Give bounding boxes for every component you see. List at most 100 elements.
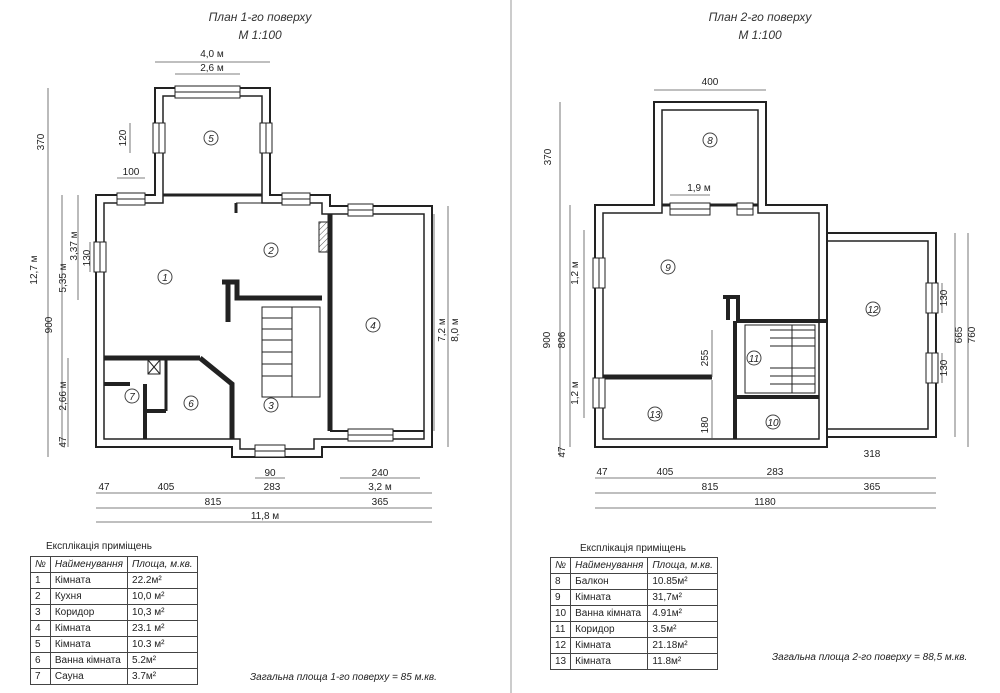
col-name: Найменування bbox=[49, 556, 129, 573]
dimension-label: Кухня bbox=[49, 588, 129, 605]
dimension-label: 365 bbox=[372, 497, 389, 508]
dimension-label: 3 bbox=[30, 604, 51, 621]
dimension-label: 21.18м² bbox=[647, 637, 718, 654]
dimension-label: 255 bbox=[700, 349, 711, 366]
plan1-drawing bbox=[47, 61, 449, 523]
plan2-scale: М 1:100 bbox=[738, 28, 782, 42]
dimension-label: 47 bbox=[58, 436, 69, 448]
dimension-label: 3.7м² bbox=[127, 668, 198, 685]
dimension-label: 23.1 м² bbox=[127, 620, 198, 637]
dimension-label: 1,9 м bbox=[687, 183, 711, 194]
dimension-label: Коридор bbox=[570, 621, 649, 638]
dimension-label: 120 bbox=[118, 129, 129, 146]
dimension-label: 11.8м² bbox=[647, 653, 718, 670]
dimension-label: 6 bbox=[30, 652, 51, 669]
dimension-label: 11,8 м bbox=[251, 511, 279, 522]
dimension-label: Коридор bbox=[49, 604, 129, 621]
dimension-label: 180 bbox=[700, 416, 711, 433]
plan2-drawing bbox=[559, 89, 969, 509]
plan2-room-11: 11 bbox=[749, 354, 759, 365]
dimension-label: 3,37 м bbox=[69, 231, 80, 260]
plan2-title: План 2-го поверху bbox=[708, 10, 812, 24]
col-name: Найменування bbox=[570, 557, 649, 574]
dimension-label: Балкон bbox=[570, 573, 649, 590]
plan1-scale: М 1:100 bbox=[238, 28, 282, 42]
dimension-label: 90 bbox=[264, 468, 276, 479]
plan2-room-10: 10 bbox=[767, 418, 779, 429]
dimension-label: 2,6 м bbox=[200, 63, 224, 74]
col-number: № bbox=[30, 556, 51, 573]
dimension-label: 5,35 м bbox=[58, 263, 69, 292]
dimension-label: 2,66 м bbox=[58, 381, 69, 410]
plan2-room-8: 8 bbox=[707, 136, 713, 147]
dimension-label: Кімната bbox=[49, 572, 129, 589]
plan2-room-labels: 8 9 12 11 13 10 bbox=[647, 132, 881, 430]
dimension-label: Кімната bbox=[570, 653, 649, 670]
dimension-label: 4 bbox=[30, 620, 51, 637]
dimension-label: 665 bbox=[954, 326, 965, 343]
dimension-label: 1 bbox=[30, 572, 51, 589]
dimension-label: 100 bbox=[123, 167, 140, 178]
plan1-room-6: 6 bbox=[188, 399, 194, 410]
plan1-room-4: 4 bbox=[370, 321, 376, 332]
dimension-label: 3.5м² bbox=[647, 621, 718, 638]
plan1-title: План 1-го поверху bbox=[208, 10, 312, 24]
dimension-label: 31,7м² bbox=[647, 589, 718, 606]
dimension-label: 8,0 м bbox=[450, 318, 461, 342]
col-area: Площа, м.кв. bbox=[647, 557, 718, 574]
dimension-label: Кімната bbox=[570, 589, 649, 606]
dimension-label: 405 bbox=[158, 482, 175, 493]
dimension-label: 900 bbox=[44, 316, 55, 333]
plan1-room-2: 2 bbox=[267, 246, 274, 257]
col-area: Площа, м.кв. bbox=[127, 556, 198, 573]
dimension-label: Сауна bbox=[49, 668, 129, 685]
dimension-label: 10.3 м² bbox=[127, 636, 198, 653]
dimension-label: 47 bbox=[596, 467, 608, 478]
plan1-room-7: 7 bbox=[129, 392, 135, 403]
plan2-total-area: Загальна площа 2-го поверху = 88,5 м.кв. bbox=[772, 652, 968, 663]
dimension-label: 815 bbox=[205, 497, 222, 508]
dimension-label: 47 bbox=[557, 446, 568, 458]
plan1-room-labels: 5 2 1 4 3 6 7 bbox=[124, 130, 381, 413]
dimension-label: 806 bbox=[557, 331, 568, 348]
dimension-label: 130 bbox=[82, 249, 93, 266]
dimension-label: 318 bbox=[864, 449, 881, 460]
dimension-label: 760 bbox=[967, 326, 978, 343]
dimension-label: 283 bbox=[767, 467, 784, 478]
dimension-label: 370 bbox=[36, 133, 47, 150]
dimension-label: 1,2 м bbox=[570, 381, 581, 405]
plan2-table-title: Експлікація приміщень bbox=[580, 543, 686, 554]
dimension-label: 815 bbox=[702, 482, 719, 493]
dimension-label: Ванна кімната bbox=[570, 605, 649, 622]
dimension-label: 2 bbox=[30, 588, 51, 605]
plan1-total-area: Загальна площа 1-го поверху = 85 м.кв. bbox=[250, 672, 437, 683]
dimension-label: 405 bbox=[657, 467, 674, 478]
plan2-room-9: 9 bbox=[665, 263, 671, 274]
plan2-dimensions: 400 1,9 м 370 1,2 м 900 806 1,2 м 47 255… bbox=[542, 77, 978, 508]
dimension-label: 7 bbox=[30, 668, 51, 685]
dimension-label: 13 bbox=[549, 653, 572, 670]
plan2-room-13: 13 bbox=[649, 410, 661, 421]
dimension-label: 10,3 м² bbox=[127, 604, 198, 621]
col-number: № bbox=[549, 557, 572, 574]
dimension-label: Кімната bbox=[570, 637, 649, 654]
dimension-label: Ванна кімната bbox=[49, 652, 129, 669]
dimension-label: 12,7 м bbox=[29, 255, 40, 284]
dimension-label: 22.2м² bbox=[127, 572, 198, 589]
dimension-label: 12 bbox=[549, 637, 572, 654]
dimension-label: 5 bbox=[30, 636, 51, 653]
dimension-label: 3,2 м bbox=[368, 482, 392, 493]
dimension-label: 1180 bbox=[754, 497, 776, 508]
plan2-room-12: 12 bbox=[867, 305, 879, 316]
